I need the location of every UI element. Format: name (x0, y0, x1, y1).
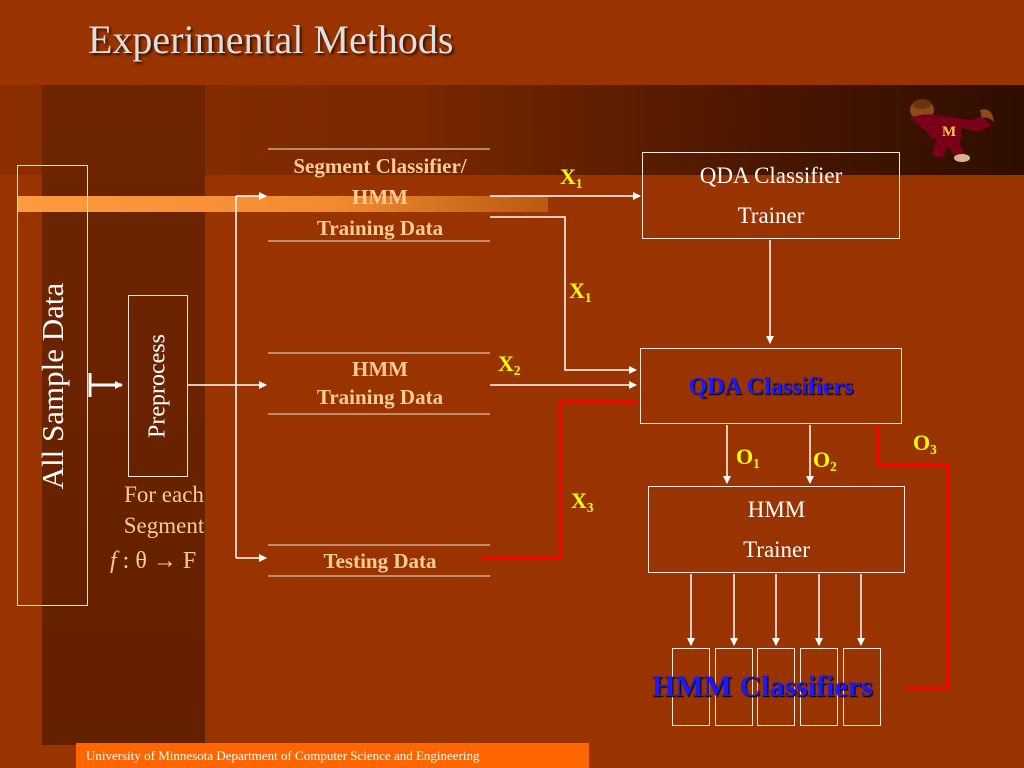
label-x1-top: X1 (560, 164, 582, 192)
x1-top-sub: 1 (575, 175, 583, 191)
qda-trainer-box: QDA Classifier Trainer (642, 152, 900, 239)
seg-classifier-training-data: Segment Classifier/ HMM Training Data (268, 151, 492, 244)
arrow-o3-red (876, 425, 950, 690)
label-o3: O3 (913, 430, 937, 458)
o1-base: O (736, 444, 754, 469)
x1-top-base: X (560, 164, 576, 189)
label-o1: O1 (736, 444, 760, 472)
x3-sub: 3 (586, 499, 594, 515)
hmm-training-line-2: Training Data (316, 385, 444, 409)
arrow-x1-to-qda-classifiers (490, 216, 637, 374)
hmm-trainer-line-1: HMM (747, 497, 806, 522)
for-each-segment-label: For each Segment (104, 479, 224, 541)
hmm-classifier-box-2 (715, 648, 753, 726)
gopher-mascot-icon: M (910, 99, 994, 162)
preprocess-label: Preprocess (144, 334, 171, 438)
o1-sub: 1 (753, 455, 760, 471)
hmm-trainer-line-2: Trainer (743, 537, 810, 562)
seg-training-line-1: Segment Classifier/ (293, 154, 467, 178)
seg-training-line-2: HMM (352, 185, 408, 209)
x1-mid-sub: 1 (584, 289, 592, 305)
o2-base: O (813, 447, 831, 472)
slide-title: Experimental Methods (88, 17, 454, 62)
formula-arrow: → (146, 548, 183, 574)
formula-F: F (182, 548, 197, 574)
seg-training-line-3: Training Data (316, 216, 444, 240)
qda-classifiers-label: QDA Classifiers (688, 374, 854, 400)
mapping-formula: f : θ → F (110, 548, 196, 575)
all-sample-data-label: All Sample Data (34, 282, 70, 489)
qda-trainer-line-2: Trainer (737, 203, 805, 228)
x1-mid-base: X (569, 278, 585, 303)
testing-data: Testing Data (323, 549, 437, 573)
qda-classifiers-box: QDA Classifiers (640, 348, 902, 424)
hmm-training-line-1: HMM (352, 357, 408, 381)
x2-base: X (498, 351, 514, 376)
o2-sub: 2 (830, 458, 837, 474)
o3-sub: 3 (930, 441, 937, 457)
all-sample-data-box: All Sample Data (17, 165, 88, 606)
label-x1-mid: X1 (569, 278, 591, 306)
arrow-x3-red (482, 400, 637, 560)
formula-f: f (110, 548, 117, 574)
formula-theta: θ (135, 548, 147, 574)
qda-trainer-line-1: QDA Classifier (699, 163, 843, 188)
for-each-line-2: Segment (123, 513, 205, 538)
hmm-classifier-box-5 (843, 648, 881, 726)
hmm-trainer-box: HMM Trainer (648, 486, 905, 573)
label-x2: X2 (498, 351, 520, 379)
mascot-letter: M (942, 124, 956, 140)
x2-sub: 2 (513, 362, 521, 378)
label-o2: O2 (813, 447, 837, 475)
footer-bar: University of Minnesota Department of Co… (76, 743, 589, 768)
hmm-classifier-box-4 (800, 648, 838, 726)
hmm-classifier-box-1 (672, 648, 710, 726)
preprocess-box: Preprocess (128, 295, 188, 477)
accent-stripe (18, 196, 548, 212)
formula-colon: : (116, 548, 136, 574)
hmm-classifier-box-3 (757, 648, 795, 726)
x3-base: X (571, 488, 587, 513)
hmm-classifiers-label: HMM Classifiers (652, 670, 873, 703)
o3-base: O (913, 430, 931, 455)
for-each-line-1: For each (124, 482, 204, 507)
footer-text: University of Minnesota Department of Co… (86, 748, 480, 763)
hmm-training-data: HMM Training Data (268, 355, 492, 411)
left-panel (42, 85, 205, 745)
label-x3: X3 (571, 488, 593, 516)
